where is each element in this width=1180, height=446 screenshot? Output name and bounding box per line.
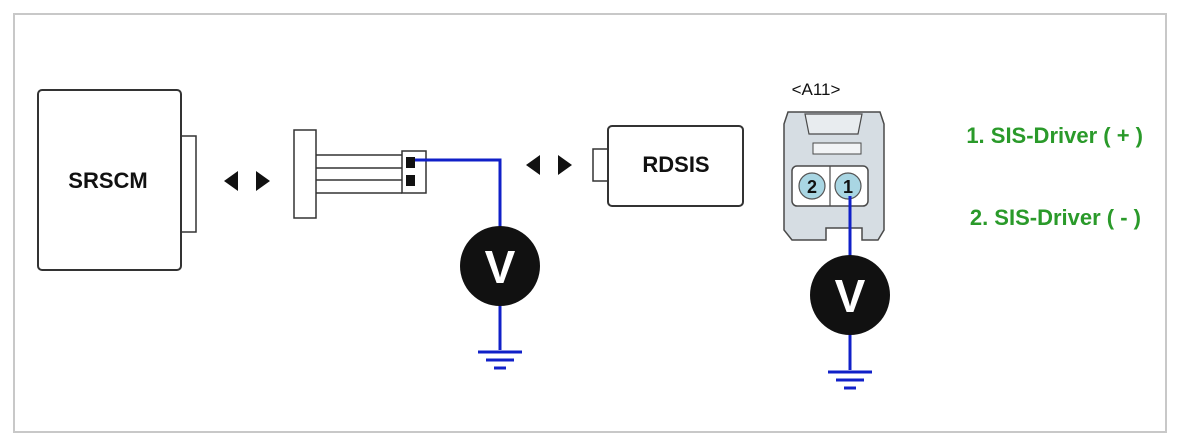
double-arrow-icon-left	[224, 171, 270, 191]
srscm-module: SRSCM	[37, 89, 197, 271]
voltmeter-right-symbol: V	[835, 270, 866, 322]
ground-icon-left	[478, 350, 522, 370]
harness-connector	[293, 129, 427, 219]
voltmeter-left: V	[460, 226, 540, 306]
voltmeter-left-symbol: V	[485, 241, 516, 293]
srscm-label: SRSCM	[68, 168, 147, 193]
voltmeter-right: V	[810, 255, 890, 335]
a11-connector: 2 1	[783, 111, 885, 241]
pin-2-function-label: 2. SIS-Driver ( - )	[970, 205, 1141, 230]
harness-terminal-1	[406, 157, 415, 168]
pin-1-function-label: 1. SIS-Driver ( + )	[966, 123, 1143, 148]
rdsis-label: RDSIS	[642, 152, 709, 177]
ground-icon-right	[828, 370, 872, 390]
pin-1	[834, 172, 862, 200]
pin-2	[798, 172, 826, 200]
connector-id: <A11>	[792, 80, 841, 99]
probe-wire-left	[415, 158, 502, 236]
rdsis-module: RDSIS	[592, 125, 744, 207]
diagram-frame	[13, 13, 1167, 433]
double-arrow-icon-right	[526, 155, 572, 175]
pin-2-number: 2	[807, 177, 817, 197]
pin-1-number: 1	[843, 177, 853, 197]
harness-terminal-2	[406, 175, 415, 186]
